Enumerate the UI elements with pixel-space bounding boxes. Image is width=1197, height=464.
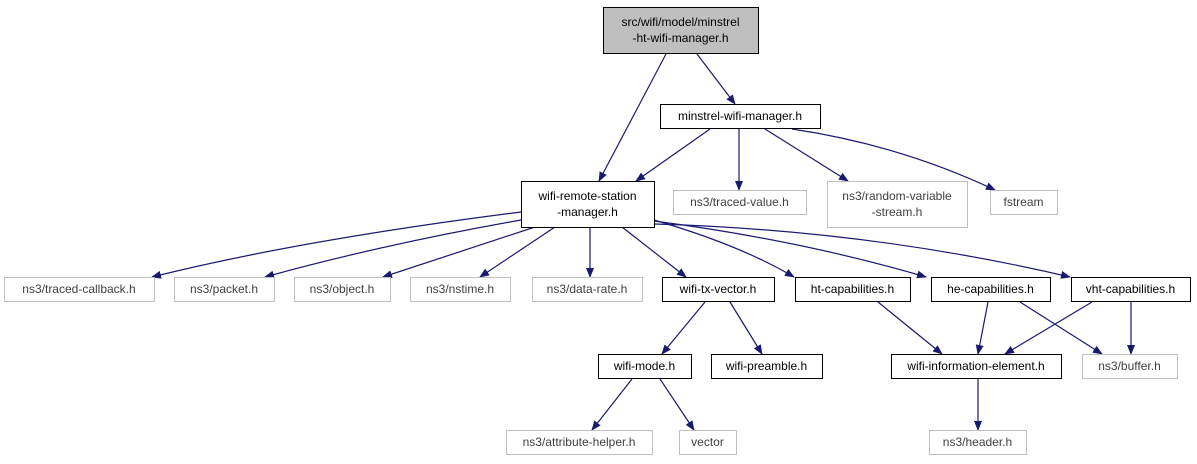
node-label-hecap: he-capabilities.h xyxy=(947,282,1034,296)
node-preamble[interactable]: wifi-preamble.h xyxy=(711,354,823,379)
node-box-attrhelper xyxy=(506,430,653,455)
node-nstime: ns3/nstime.h xyxy=(410,277,511,302)
node-box-object xyxy=(294,277,391,302)
node-label-tracedcb: ns3/traced-callback.h xyxy=(22,282,135,296)
node-label-nstime: ns3/nstime.h xyxy=(426,282,494,296)
node-datarate: ns3/data-rate.h xyxy=(532,277,643,302)
edge-wrsm-to-object xyxy=(382,226,536,278)
node-box-root xyxy=(603,7,759,54)
node-box-txvector xyxy=(662,277,775,302)
node-box-vhtcap xyxy=(1071,277,1191,302)
edge-root-to-wrsm xyxy=(598,53,667,182)
node-object: ns3/object.h xyxy=(294,277,391,302)
edge-txvector-to-wifimode xyxy=(661,301,706,355)
node-box-tracedvalue xyxy=(673,190,807,215)
edge-minstrel-to-wrsm xyxy=(635,128,711,182)
node-box-infoelem xyxy=(891,354,1062,379)
node-randvar: ns3/random-variable -stream.h xyxy=(827,181,968,228)
node-box-wifimode xyxy=(598,354,692,379)
node-box-wrsm xyxy=(521,181,655,228)
node-label-wrsm: -manager.h xyxy=(557,205,618,219)
node-box-htcap xyxy=(795,277,911,302)
node-label-fstream: fstream xyxy=(1003,195,1043,209)
node-label-preamble: wifi-preamble.h xyxy=(725,359,807,373)
node-hecap[interactable]: he-capabilities.h xyxy=(931,277,1051,302)
node-label-wifimode: wifi-mode.h xyxy=(613,359,675,373)
node-box-buffer xyxy=(1082,354,1178,379)
node-label-randvar: -stream.h xyxy=(872,205,923,219)
edges xyxy=(151,53,1135,431)
edge-wrsm-to-tracedcb xyxy=(151,211,522,279)
edge-wrsm-to-txvector xyxy=(621,226,687,278)
node-tracedcb: ns3/traced-callback.h xyxy=(4,277,155,302)
node-label-vhtcap: vht-capabilities.h xyxy=(1086,282,1175,296)
edge-wrsm-to-hecap xyxy=(653,220,927,279)
node-box-tracedcb xyxy=(4,277,155,302)
node-label-txvector: wifi-tx-vector.h xyxy=(679,282,757,296)
node-label-vector: vector xyxy=(691,435,724,449)
node-wifimode[interactable]: wifi-mode.h xyxy=(598,354,692,379)
node-vhtcap[interactable]: vht-capabilities.h xyxy=(1071,277,1191,302)
node-label-infoelem: wifi-information-element.h xyxy=(906,359,1044,373)
node-box-minstrel xyxy=(660,104,821,129)
node-label-attrhelper: ns3/attribute-helper.h xyxy=(523,435,636,449)
edge-txvector-to-preamble xyxy=(729,301,763,355)
node-attrhelper: ns3/attribute-helper.h xyxy=(506,430,653,455)
node-box-datarate xyxy=(532,277,643,302)
node-minstrel[interactable]: minstrel-wifi-manager.h xyxy=(660,104,821,129)
node-label-header: ns3/header.h xyxy=(943,435,1012,449)
edge-htcap-to-infoelem xyxy=(877,301,943,355)
node-header: ns3/header.h xyxy=(929,430,1027,455)
edge-wifimode-to-attrhelper xyxy=(591,378,633,431)
node-wrsm[interactable]: wifi-remote-station -manager.h xyxy=(521,181,655,228)
node-infoelem[interactable]: wifi-information-element.h xyxy=(891,354,1062,379)
edge-wrsm-to-packet xyxy=(264,219,522,279)
node-label-root: -ht-wifi-manager.h xyxy=(632,31,728,45)
node-label-datarate: ns3/data-rate.h xyxy=(547,282,628,296)
node-label-buffer: ns3/buffer.h xyxy=(1098,359,1161,373)
node-fstream: fstream xyxy=(990,190,1058,215)
edge-wrsm-to-htcap xyxy=(653,219,795,278)
node-buffer: ns3/buffer.h xyxy=(1082,354,1178,379)
node-label-packet: ns3/packet.h xyxy=(190,282,258,296)
edge-wifimode-to-vector xyxy=(659,378,695,431)
node-label-root: src/wifi/model/minstrel xyxy=(621,15,739,29)
node-box-randvar xyxy=(827,181,968,228)
node-htcap[interactable]: ht-capabilities.h xyxy=(795,277,911,302)
node-label-htcap: ht-capabilities.h xyxy=(811,282,894,296)
edge-hecap-to-infoelem xyxy=(975,301,989,355)
edge-minstrel-to-randvar xyxy=(764,128,849,182)
node-txvector[interactable]: wifi-tx-vector.h xyxy=(662,277,775,302)
node-box-vector xyxy=(679,430,737,455)
node-box-nstime xyxy=(410,277,511,302)
edge-minstrel-to-fstream xyxy=(791,128,996,191)
node-box-fstream xyxy=(990,190,1058,215)
edge-hecap-to-buffer xyxy=(1019,301,1103,355)
node-root[interactable]: src/wifi/model/minstrel -ht-wifi-manager.… xyxy=(603,7,759,54)
node-packet: ns3/packet.h xyxy=(174,277,275,302)
edge-vhtcap-to-infoelem xyxy=(1004,301,1093,355)
edge-wrsm-to-vhtcap xyxy=(653,223,1071,279)
edge-root-to-minstrel xyxy=(696,53,736,105)
node-label-tracedvalue: ns3/traced-value.h xyxy=(690,195,789,209)
node-tracedvalue: ns3/traced-value.h xyxy=(673,190,807,215)
node-box-packet xyxy=(174,277,275,302)
node-label-minstrel: minstrel-wifi-manager.h xyxy=(678,109,802,123)
node-vector: vector xyxy=(679,430,737,455)
nodes: src/wifi/model/minstrel -ht-wifi-manager.… xyxy=(4,7,1191,455)
node-box-header xyxy=(929,430,1027,455)
node-label-randvar: ns3/random-variable xyxy=(842,189,952,203)
node-box-preamble xyxy=(711,354,823,379)
node-label-object: ns3/object.h xyxy=(310,282,375,296)
node-label-wrsm: wifi-remote-station xyxy=(537,189,636,203)
edge-wrsm-to-nstime xyxy=(479,226,556,278)
node-box-hecap xyxy=(931,277,1051,302)
